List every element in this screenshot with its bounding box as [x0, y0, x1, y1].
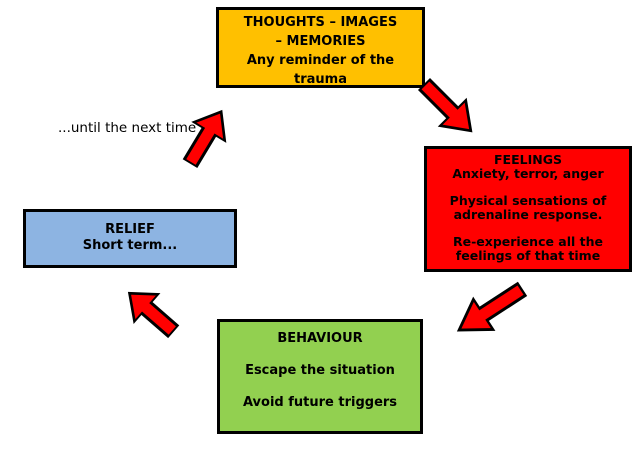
thoughts-title: THOUGHTS – IMAGES – MEMORIES — [243, 15, 398, 49]
arrow-feelings-to-behaviour-icon — [444, 270, 535, 350]
behaviour-box: BEHAVIOUR Escape the situation Avoid fut… — [217, 319, 423, 434]
arrow-thoughts-to-feelings-icon — [408, 68, 489, 149]
behaviour-title: BEHAVIOUR — [277, 331, 363, 346]
feelings-line: Anxiety, terror, anger — [452, 166, 604, 181]
thoughts-body: Any reminder of the trauma — [246, 53, 395, 87]
arrow-behaviour-to-relief-icon — [113, 275, 189, 349]
relief-title: RELIEF — [105, 222, 155, 237]
feelings-title: FEELINGS — [494, 152, 562, 167]
feelings-line: Re-experience all the feelings of that t… — [452, 234, 604, 263]
behaviour-line: Escape the situation — [245, 363, 395, 378]
relief-box: RELIEF Short term... — [23, 209, 237, 268]
behaviour-line: Avoid future triggers — [242, 395, 398, 410]
until-next-time-label: ...until the next time — [58, 120, 197, 136]
feelings-box: FEELINGS Anxiety, terror, anger Physical… — [424, 146, 632, 272]
arrow-relief-to-thoughts-icon — [171, 98, 242, 176]
thoughts-box: THOUGHTS – IMAGES – MEMORIES Any reminde… — [216, 7, 425, 88]
relief-body: Short term... — [82, 238, 178, 253]
feelings-line: Physical sensations of adrenaline respon… — [449, 193, 607, 222]
